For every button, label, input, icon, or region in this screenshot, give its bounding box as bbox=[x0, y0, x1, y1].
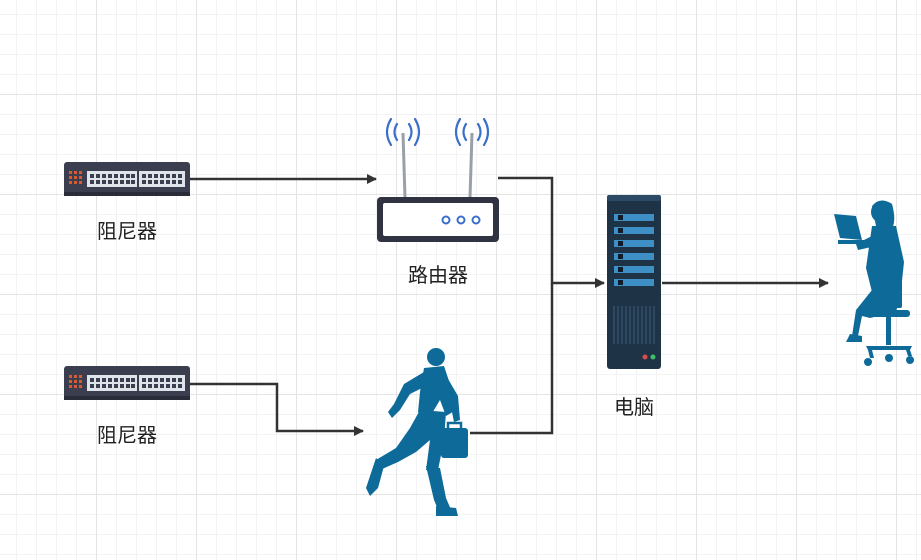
running-businessman-icon[interactable] bbox=[366, 348, 468, 516]
attenuator-2-label: 阻尼器 bbox=[97, 423, 157, 447]
network-switch-icon[interactable] bbox=[64, 366, 190, 400]
network-switch-icon[interactable] bbox=[64, 162, 190, 196]
wireless-router-icon[interactable] bbox=[377, 117, 499, 242]
person-at-laptop-icon[interactable] bbox=[834, 200, 914, 366]
router-label: 路由器 bbox=[408, 263, 468, 287]
edge-man-computer[interactable] bbox=[470, 283, 554, 435]
attenuator-1-label: 阻尼器 bbox=[97, 219, 157, 243]
edges bbox=[190, 174, 829, 436]
computer-label: 电脑 bbox=[614, 395, 654, 419]
wifi-signal-icon bbox=[385, 117, 490, 147]
server-tower-icon[interactable] bbox=[607, 195, 661, 369]
edge-router-computer[interactable] bbox=[498, 176, 605, 288]
edge-attenuator2-man[interactable] bbox=[190, 382, 364, 436]
